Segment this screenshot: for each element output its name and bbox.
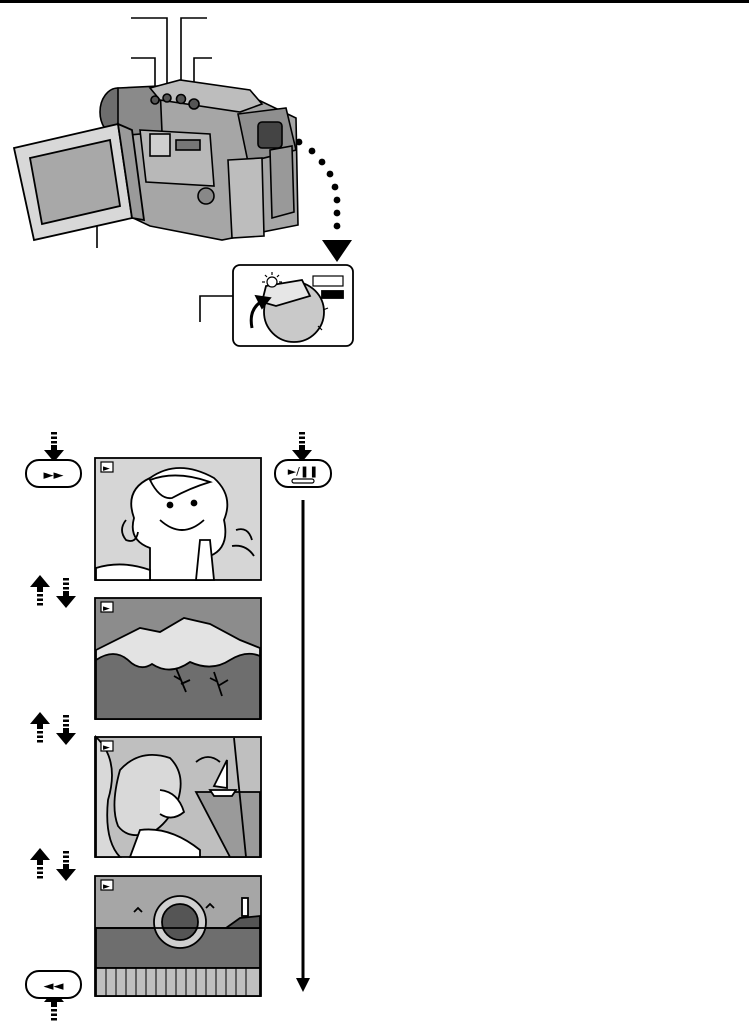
fast-forward-button[interactable]: ►► <box>26 460 81 487</box>
step-arrows-2 <box>30 712 76 745</box>
rewind-label: ◄◄ <box>44 979 64 994</box>
frame-portrait <box>95 458 261 580</box>
press-ff-arrow <box>44 432 64 462</box>
timeline-arrow-head <box>296 978 310 992</box>
frame-sunset <box>95 876 261 996</box>
rewind-button[interactable]: ◄◄ <box>26 971 81 998</box>
step-arrows-3 <box>30 848 76 881</box>
play-pause-button[interactable]: ►/❚❚ <box>275 460 331 487</box>
frame-window <box>95 737 261 857</box>
frame-3-play-indicator: ► <box>103 743 110 753</box>
step-arrows-1 <box>30 575 76 608</box>
press-play-arrow <box>292 432 312 462</box>
frame-1-play-indicator: ► <box>103 464 110 474</box>
frame-4-play-indicator: ► <box>103 882 110 892</box>
play-pause-label: ►/❚❚ <box>288 465 319 478</box>
fast-forward-label: ►► <box>44 468 64 483</box>
frame-mountain <box>95 598 261 719</box>
frame-2-play-indicator: ► <box>103 604 110 614</box>
